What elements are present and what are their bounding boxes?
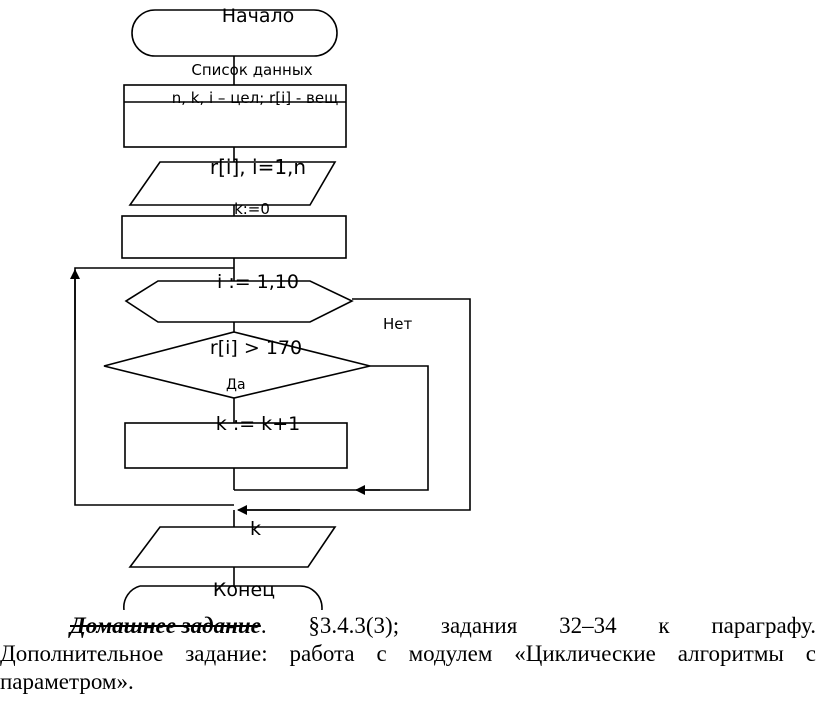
loop-exit-line xyxy=(240,298,471,511)
homework-word: с xyxy=(376,641,387,666)
data-list-title: Список данных xyxy=(191,61,312,79)
homework-title: Домашнее задание xyxy=(70,613,261,638)
declarations-block xyxy=(123,84,347,148)
homework-title-group: Домашнее задание. xyxy=(70,613,267,638)
homework-word: работа xyxy=(289,641,355,666)
init-label: k:=0 xyxy=(234,200,270,218)
no-label: Нет xyxy=(383,315,413,333)
declarations-label: n, k, i – цел; r[i] - вещ xyxy=(172,89,339,107)
output-label: k xyxy=(250,518,261,540)
increment-block xyxy=(124,422,348,469)
homework-word: Дополнительное xyxy=(0,641,164,666)
end-label: Конец xyxy=(213,579,275,601)
start-label: Начало xyxy=(222,5,295,27)
condition-label: r[i] > 170 xyxy=(210,337,302,359)
homework-word: задания xyxy=(440,613,518,638)
increment-label: k := k+1 xyxy=(216,413,300,435)
homework-word: с xyxy=(805,641,816,666)
init-block xyxy=(121,215,347,259)
loop-label: i := 1,10 xyxy=(217,271,299,293)
homework-line-2: Дополнительное задание: работа с модулем… xyxy=(0,640,816,668)
homework-word: алгоритмы xyxy=(677,641,784,666)
homework-word: 32–34 xyxy=(559,613,617,638)
input-parallelogram xyxy=(128,161,337,206)
homework-line-1: Домашнее задание. §3.4.3(3); задания 32–… xyxy=(0,612,816,640)
homework-line-3: параметром». xyxy=(0,669,134,694)
homework-word: «Циклические xyxy=(514,641,656,666)
input-label: r[i], i=1,n xyxy=(210,155,306,179)
end-terminator xyxy=(123,585,323,610)
homework-word: параграфу. xyxy=(711,613,816,638)
homework-paragraph: Домашнее задание. §3.4.3(3); задания 32–… xyxy=(0,612,816,696)
loop-hexagon xyxy=(124,280,354,323)
homework-word: модулем xyxy=(408,641,493,666)
homework-word: §3.4.3(3); xyxy=(308,613,400,638)
loop-return-line xyxy=(74,267,234,506)
flowchart-diagram: Начало Список данных n, k, i – цел; r[i]… xyxy=(70,5,471,610)
yes-label: Да xyxy=(226,377,246,393)
no-branch-line xyxy=(234,365,429,491)
homework-word: задание: xyxy=(185,641,268,666)
output-parallelogram xyxy=(128,526,337,568)
homework-word: к xyxy=(658,613,670,638)
